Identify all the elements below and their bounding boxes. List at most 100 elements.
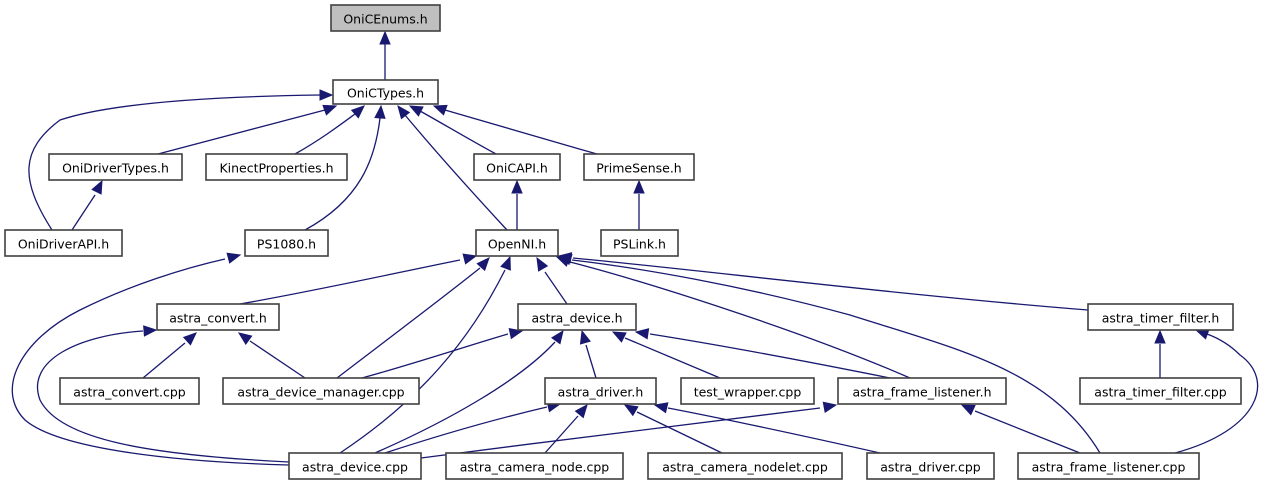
node-box[interactable] [1079,377,1242,405]
arrowhead-icon [611,331,627,343]
node-label[interactable]: astra_device.h [531,311,622,326]
node-box[interactable] [680,377,815,405]
node-astra-device-h[interactable]: astra_device.h [517,303,637,331]
node-label[interactable]: astra_timer_filter.cpp [1094,385,1226,400]
node-PS1080[interactable]: PS1080.h [244,229,329,257]
edge-line [157,109,326,155]
edge-line [361,333,509,379]
node-label[interactable]: astra_driver.h [558,385,644,400]
node-label[interactable]: test_wrapper.cpp [694,385,802,400]
node-astra-timer-filter-cpp[interactable]: astra_timer_filter.cpp [1079,377,1242,405]
node-label[interactable]: OniCAPI.h [486,161,548,176]
edge-line [294,113,356,155]
node-label[interactable]: PrimeSense.h [596,161,681,176]
edge-line [569,261,911,379]
node-box[interactable] [4,229,123,257]
node-box[interactable] [647,452,843,480]
node-astra-timer-filter-h[interactable]: astra_timer_filter.h [1087,303,1234,331]
edge-line [585,344,597,379]
node-box[interactable] [59,377,200,405]
edge-line [419,110,497,155]
node-box[interactable] [473,153,561,181]
node-label[interactable]: OniDriverTypes.h [62,161,169,176]
node-box[interactable] [48,153,183,181]
node-label[interactable]: astra_driver.cpp [880,460,981,475]
node-label[interactable]: PS1080.h [257,237,316,252]
node-label[interactable]: KinectProperties.h [219,161,333,176]
node-box[interactable] [837,377,1007,405]
node-PrimeSense[interactable]: PrimeSense.h [583,153,695,181]
node-box[interactable] [475,229,559,257]
node-astra-driver-h[interactable]: astra_driver.h [544,377,657,405]
arrowhead-icon [960,404,976,416]
edge-line [142,342,186,379]
node-PSLink[interactable]: PSLink.h [600,229,679,257]
node-label[interactable]: astra_camera_nodelet.cpp [662,460,828,475]
edge-line [544,271,568,305]
node-box[interactable] [1017,452,1200,480]
node-label[interactable]: PSLink.h [613,237,666,252]
node-label[interactable]: OniDriverAPI.h [18,237,109,252]
arrowhead-icon [822,401,838,413]
edge-astra_device_manager_cpp-to-astra_device_h [361,327,524,379]
node-box[interactable] [544,377,657,405]
arrowhead-icon [182,332,197,346]
node-astra-frame-listener-h[interactable]: astra_frame_listener.h [837,377,1007,405]
node-OniCTypes[interactable]: OniCTypes.h [332,79,439,105]
arrowhead-icon [653,402,669,414]
edge-PrimeSense-to-OniCTypes [432,104,598,155]
node-box[interactable] [1087,303,1234,331]
node-label[interactable]: astra_frame_listener.h [853,385,992,400]
arrowhead-icon [397,104,411,120]
node-astra-device-manager-cpp[interactable]: astra_device_manager.cpp [222,377,420,405]
node-astra-convert-cpp[interactable]: astra_convert.cpp [59,377,200,405]
node-label[interactable]: astra_convert.h [169,311,267,326]
node-KinectProperties[interactable]: KinectProperties.h [205,153,348,181]
edge-astra_device_h-to-OpenNI [536,256,568,305]
node-label[interactable]: astra_timer_filter.h [1102,311,1220,326]
edge-astra_device_cpp-to-astra_frame_listener_h [420,401,838,459]
node-box[interactable] [600,229,679,257]
node-astra-convert-h[interactable]: astra_convert.h [156,303,280,331]
arrowhead-icon [143,325,158,337]
node-test-wrapper-cpp[interactable]: test_wrapper.cpp [680,377,815,405]
node-OniDriverAPI[interactable]: OniDriverAPI.h [4,229,123,257]
node-box[interactable] [332,79,439,105]
arrowhead-icon [623,404,639,417]
node-box[interactable] [222,377,420,405]
edge-line [544,415,579,454]
node-box[interactable] [583,153,695,181]
arrowhead-icon [462,253,478,265]
node-OniDriverTypes[interactable]: OniDriverTypes.h [48,153,183,181]
node-box[interactable] [244,229,329,257]
edge-line [37,330,290,463]
node-box[interactable] [330,4,441,32]
node-label[interactable]: OniCTypes.h [347,86,424,101]
edge-astra_frame_listener_cpp-to-astra_frame_listener_h [960,404,1081,454]
edge-line [404,114,508,231]
node-label[interactable]: astra_frame_listener.cpp [1032,460,1186,475]
node-label[interactable]: astra_device.cpp [302,460,408,475]
node-astra-device-cpp[interactable]: astra_device.cpp [288,452,422,480]
node-box[interactable] [205,153,348,181]
node-astra-camera-node-cpp[interactable]: astra_camera_node.cpp [445,452,624,480]
node-box[interactable] [156,303,280,331]
node-OpenNI[interactable]: OpenNI.h [475,229,559,257]
edge-line [636,411,723,454]
edge-astra_camera_node_cpp-to-astra_driver_h [544,403,588,454]
node-OniCAPI[interactable]: OniCAPI.h [473,153,561,181]
node-box[interactable] [517,303,637,331]
node-box[interactable] [288,452,422,480]
node-box[interactable] [866,452,995,480]
node-OniCEnums[interactable]: OniCEnums.h [330,4,441,32]
node-label[interactable]: OpenNI.h [488,237,546,252]
node-astra-driver-cpp[interactable]: astra_driver.cpp [866,452,995,480]
node-astra-camera-nodelet-cpp[interactable]: astra_camera_nodelet.cpp [647,452,843,480]
node-astra-frame-listener-cpp[interactable]: astra_frame_listener.cpp [1017,452,1200,480]
edge-astra_device_cpp-to-astra_convert_h [37,325,290,463]
node-label[interactable]: astra_camera_node.cpp [460,460,610,475]
node-box[interactable] [445,452,624,480]
node-label[interactable]: OniCEnums.h [343,12,427,27]
node-label[interactable]: astra_convert.cpp [73,385,185,400]
node-label[interactable]: astra_device_manager.cpp [237,385,404,400]
